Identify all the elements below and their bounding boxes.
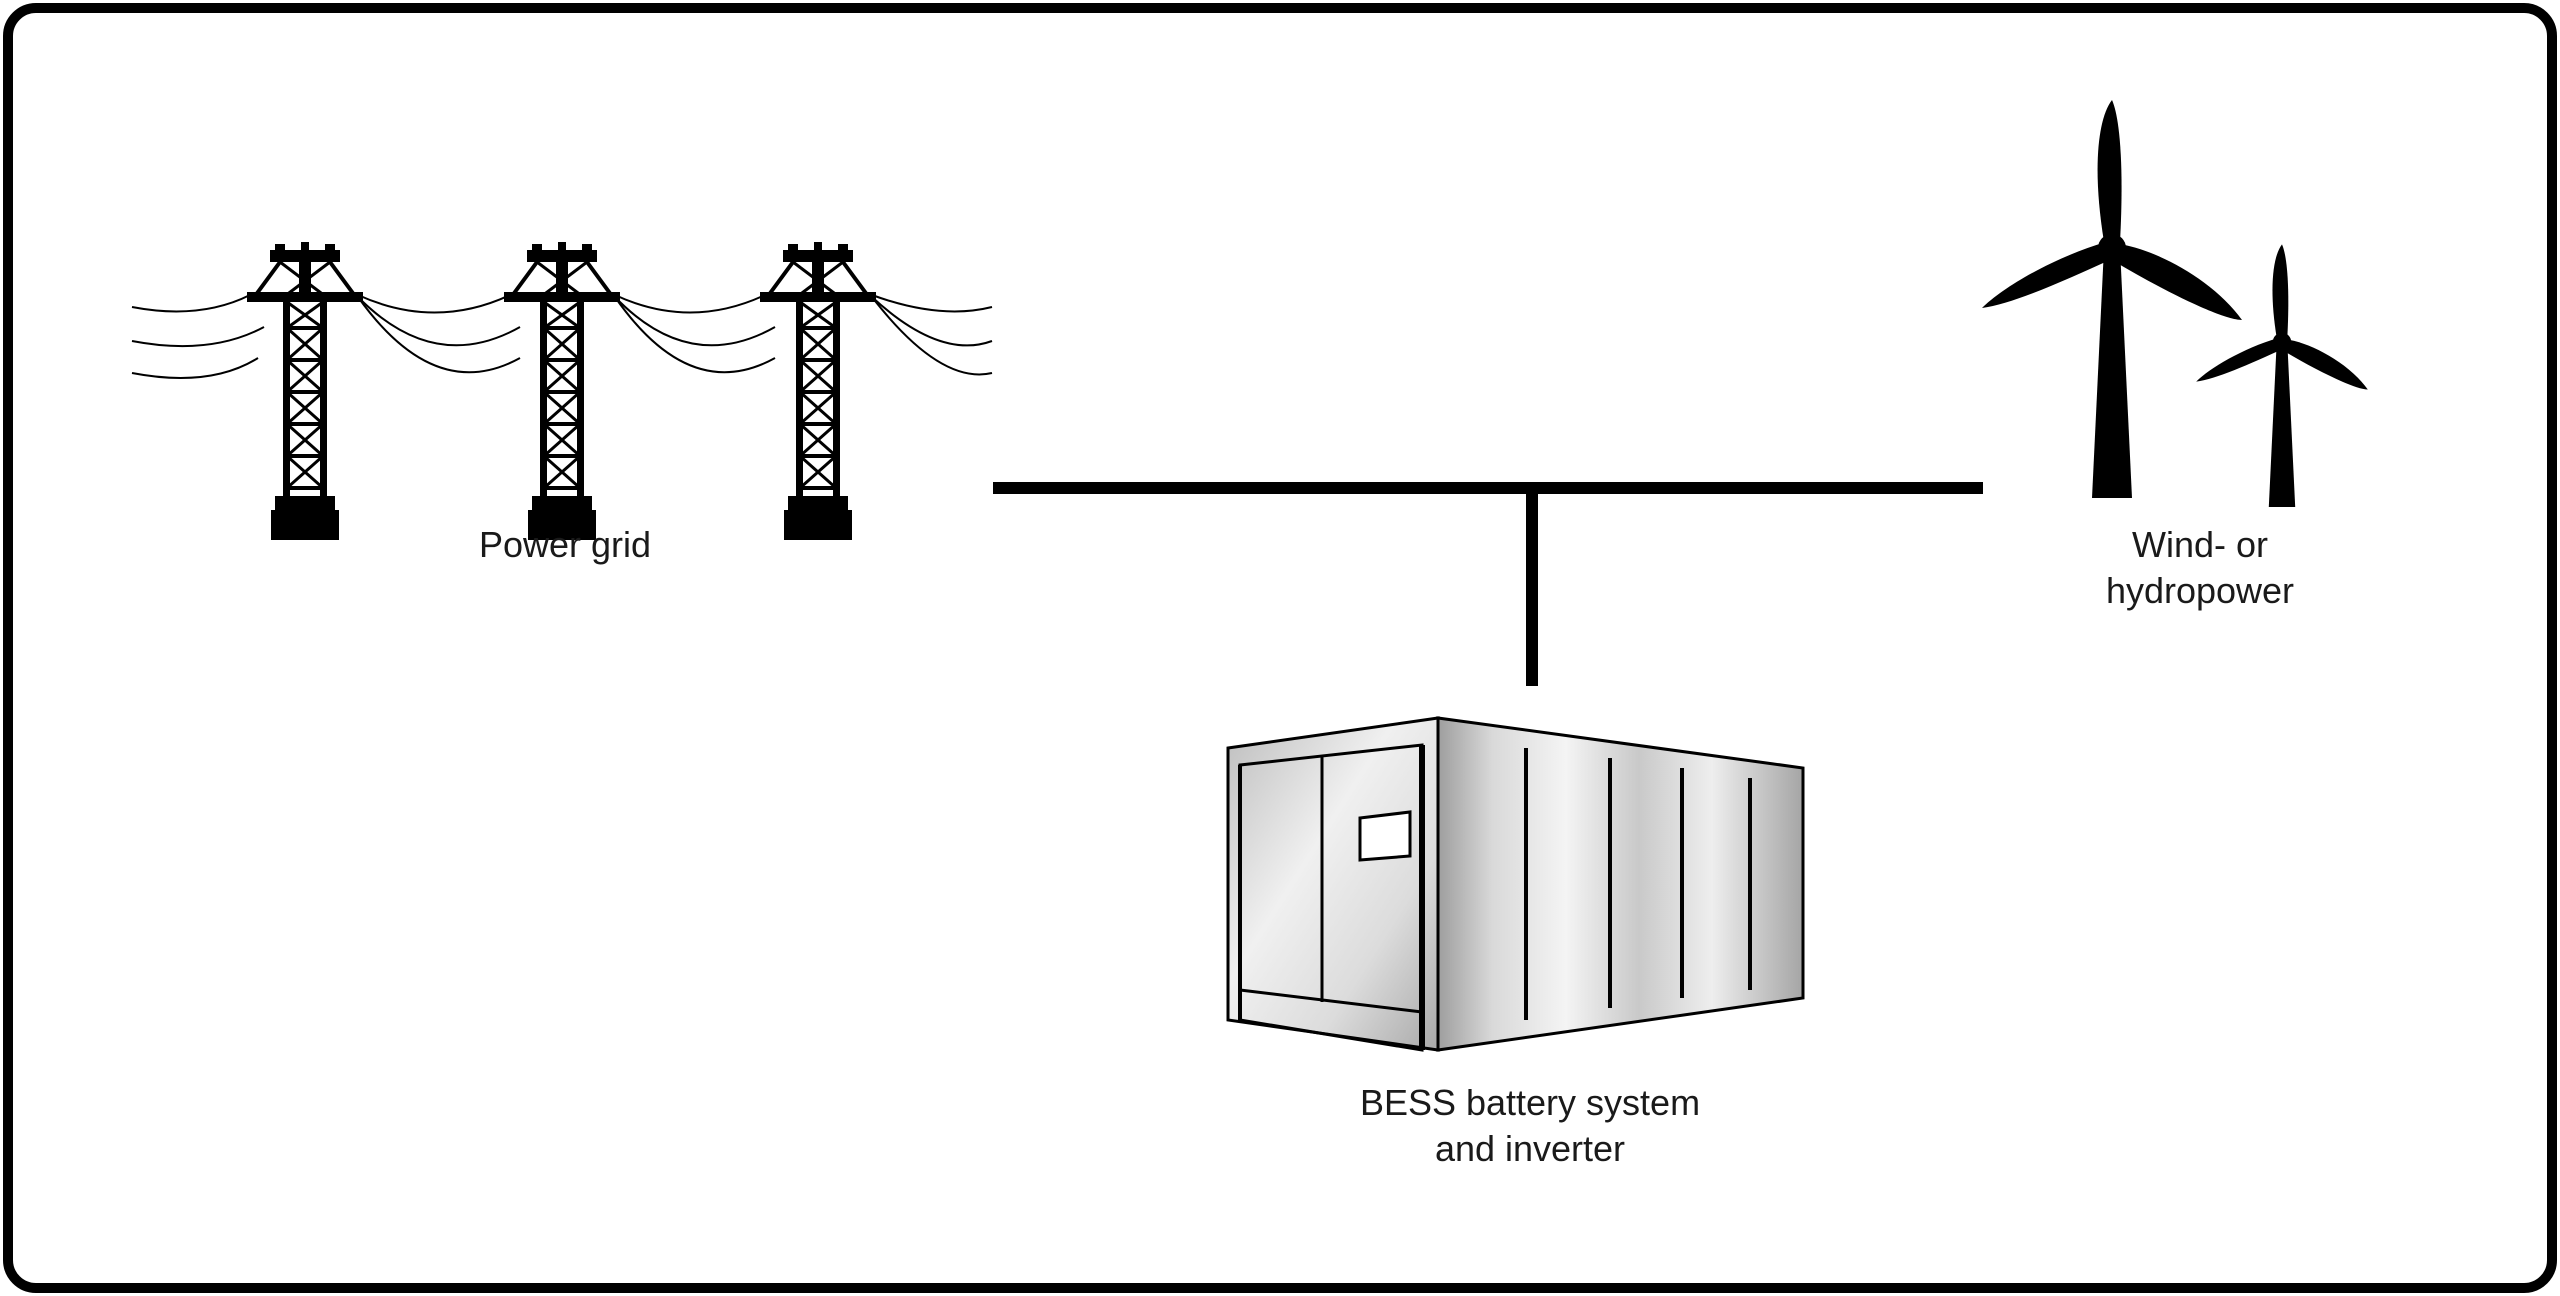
wind-hydropower-label: Wind- or hydropower — [2040, 522, 2360, 614]
diagram-frame — [3, 3, 2557, 1293]
connection-bus — [993, 482, 1983, 686]
bess-label-line1: BESS battery system — [1359, 1082, 1701, 1123]
power-lines — [131, 294, 993, 379]
wind-label-line2: hydropower — [2105, 570, 2295, 611]
battery-container-icon — [1226, 716, 1805, 1052]
bess-label-line2: and inverter — [1434, 1128, 1626, 1169]
power-grid-label: Power grid — [400, 522, 730, 568]
wind-label-line1: Wind- or — [2131, 524, 2269, 565]
power-grid-label-text: Power grid — [478, 524, 652, 565]
bess-label: BESS battery system and inverter — [1260, 1080, 1800, 1172]
